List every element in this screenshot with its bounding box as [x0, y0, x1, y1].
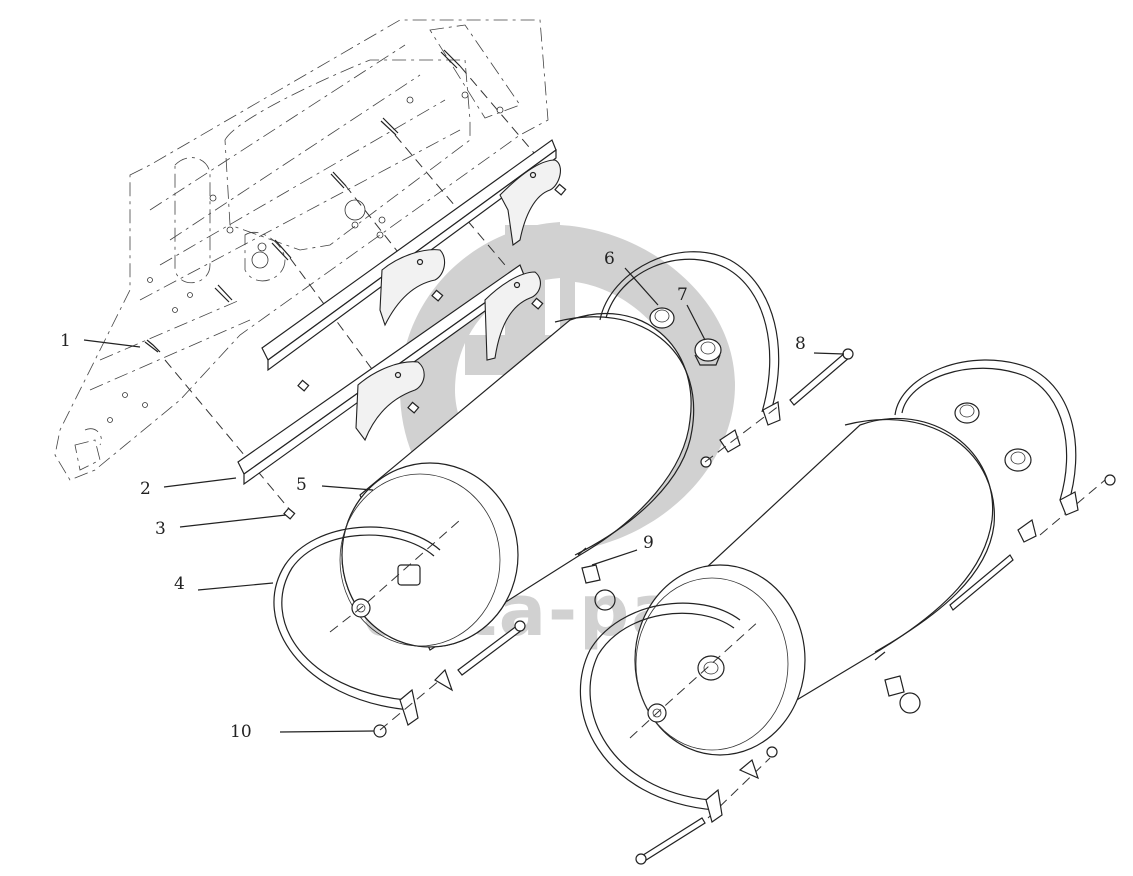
callout-9: 9 — [643, 533, 654, 553]
callout-labels: 1 2 3 4 5 6 7 8 9 10 — [60, 249, 806, 742]
callout-2: 2 — [140, 479, 151, 499]
chassis-frame — [54, 19, 549, 481]
tank-fittings — [649, 307, 722, 366]
tie-rods — [379, 348, 1106, 865]
leader-lines — [83, 267, 845, 733]
callout-4: 4 — [174, 574, 185, 594]
callout-5: 5 — [296, 475, 307, 495]
tank-brackets — [283, 159, 567, 520]
callout-10: 10 — [230, 722, 252, 742]
drain-valve — [577, 547, 616, 611]
air-tank-right — [579, 359, 1116, 823]
drain-fitting — [397, 564, 421, 586]
callout-1: 1 — [60, 331, 71, 351]
drain-fitting-right — [697, 655, 725, 681]
tank-straps — [273, 251, 781, 738]
callout-7: 7 — [677, 285, 688, 305]
callout-8: 8 — [795, 334, 806, 354]
callout-6: 6 — [604, 249, 615, 269]
callout-3: 3 — [155, 519, 166, 539]
air-tank-left — [329, 312, 695, 651]
